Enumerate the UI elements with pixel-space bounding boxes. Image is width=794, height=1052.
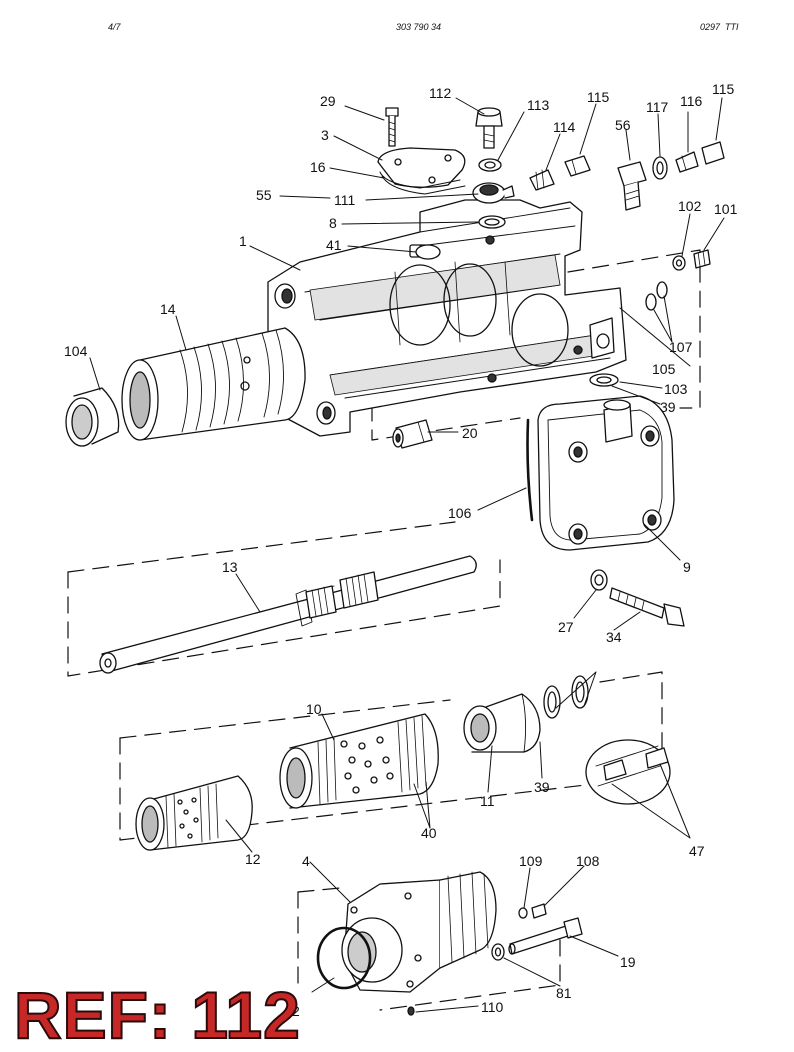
callout-114: 114 <box>553 119 576 135</box>
callout-117: 117 <box>646 99 669 115</box>
callout-9: 9 <box>683 559 691 575</box>
ring-39-lower <box>543 685 561 719</box>
bolt-19 <box>508 917 583 955</box>
washer-102 <box>672 255 686 271</box>
assembly-guide-lines <box>67 249 701 1011</box>
callout-16: 16 <box>310 159 326 175</box>
callout-14: 14 <box>160 301 176 317</box>
banjo-eye-111 <box>472 182 515 204</box>
callout-111: 111 <box>334 192 355 208</box>
ring-104 <box>65 387 120 447</box>
callout-39-lower: 39 <box>534 779 550 795</box>
callout-102: 102 <box>678 198 702 214</box>
cylinder-housing-1 <box>267 199 627 437</box>
callout-41: 41 <box>326 237 342 253</box>
callout-11: 11 <box>480 793 495 809</box>
document-number: 303 790 34 <box>396 22 442 32</box>
callout-108: 108 <box>576 853 600 869</box>
washer-103 <box>589 373 619 387</box>
callout-47: 47 <box>689 843 705 859</box>
callout-29: 29 <box>320 93 336 109</box>
callout-113: 113 <box>527 97 550 113</box>
callout-34: 34 <box>606 629 622 645</box>
plug-101 <box>693 249 711 269</box>
callout-20: 20 <box>462 425 478 441</box>
bolt-34 <box>609 587 685 627</box>
callout-4: 4 <box>302 853 310 869</box>
callout-19: 19 <box>620 954 636 970</box>
callout-105: 105 <box>652 361 676 377</box>
callout-112: 112 <box>429 85 452 101</box>
leader-lines <box>89 97 725 1013</box>
callout-81: 81 <box>556 985 572 1001</box>
piston-10 <box>279 713 439 809</box>
fitting-56 <box>617 161 647 211</box>
revision-code: 0297 TTI <box>700 22 739 32</box>
callout-8: 8 <box>329 215 337 231</box>
bushing-11 <box>463 693 541 753</box>
callout-3: 3 <box>321 127 329 143</box>
callout-115b: 115 <box>712 81 735 97</box>
callout-103: 103 <box>664 381 688 397</box>
shaft-13 <box>99 555 477 674</box>
plug-108 <box>531 903 547 919</box>
callout-27: 27 <box>558 619 574 635</box>
seal-8 <box>478 215 506 229</box>
o-ring-2 <box>316 926 372 990</box>
fitting-116 <box>675 151 699 173</box>
plug-41 <box>415 244 441 260</box>
callout-13: 13 <box>222 559 238 575</box>
rings-47 <box>571 675 671 805</box>
gasket-106 <box>526 418 534 522</box>
washer-27 <box>590 569 608 591</box>
callout-107: 107 <box>669 339 693 355</box>
bolt-29 <box>385 107 399 147</box>
callout-116: 116 <box>680 93 703 109</box>
callout-39-upper: 39 <box>660 399 676 415</box>
callout-1: 1 <box>239 233 247 249</box>
washer-81 <box>491 943 505 961</box>
page-number: 4/7 <box>108 22 121 32</box>
fitting-114 <box>529 169 555 191</box>
callout-115a: 115 <box>587 89 610 105</box>
reference-label: REF: 112 <box>13 978 301 1052</box>
callout-12: 12 <box>245 851 261 867</box>
nut-115-right <box>701 141 725 165</box>
nut-115-left <box>564 155 591 177</box>
o-rings-107 <box>645 281 668 311</box>
callout-10: 10 <box>306 701 322 717</box>
banjo-bolt-112 <box>475 107 503 149</box>
sleeve-14 <box>121 327 306 441</box>
callout-labels: 29 112 113 115 114 56 117 116 115 3 16 5… <box>64 81 738 1019</box>
callout-109: 109 <box>519 853 543 869</box>
nipple-20 <box>392 419 433 449</box>
gasket-16 <box>381 175 466 195</box>
callout-110: 110 <box>481 999 504 1015</box>
callout-101: 101 <box>714 201 738 217</box>
pin-110 <box>407 1006 415 1016</box>
callout-40: 40 <box>421 825 437 841</box>
end-cover-9 <box>537 395 675 551</box>
callout-104: 104 <box>64 343 88 359</box>
cover-plate-3 <box>377 147 466 189</box>
washer-113 <box>478 158 502 172</box>
callout-106: 106 <box>448 505 472 521</box>
callout-55: 55 <box>256 187 272 203</box>
callout-56: 56 <box>615 117 631 133</box>
liner-12 <box>135 775 253 851</box>
washer-109 <box>518 907 528 919</box>
washer-117 <box>652 156 668 180</box>
callout-2: 2 <box>292 1003 300 1019</box>
